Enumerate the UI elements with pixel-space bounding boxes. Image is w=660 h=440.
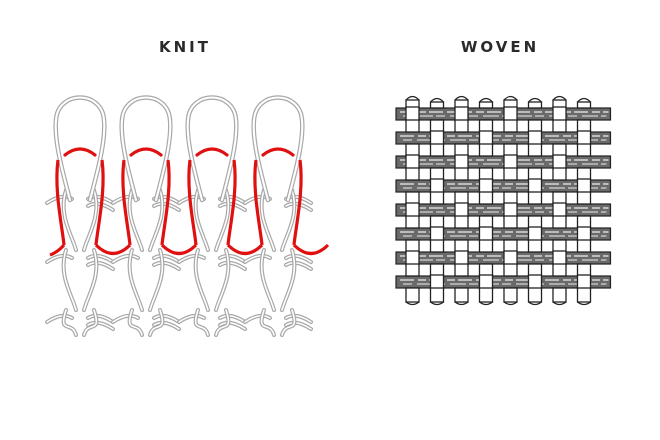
knit-label: KNIT <box>159 38 211 56</box>
woven-fabric-illustration <box>395 95 612 306</box>
knit-fabric-illustration <box>45 95 330 337</box>
woven-label: WOVEN <box>460 38 540 56</box>
